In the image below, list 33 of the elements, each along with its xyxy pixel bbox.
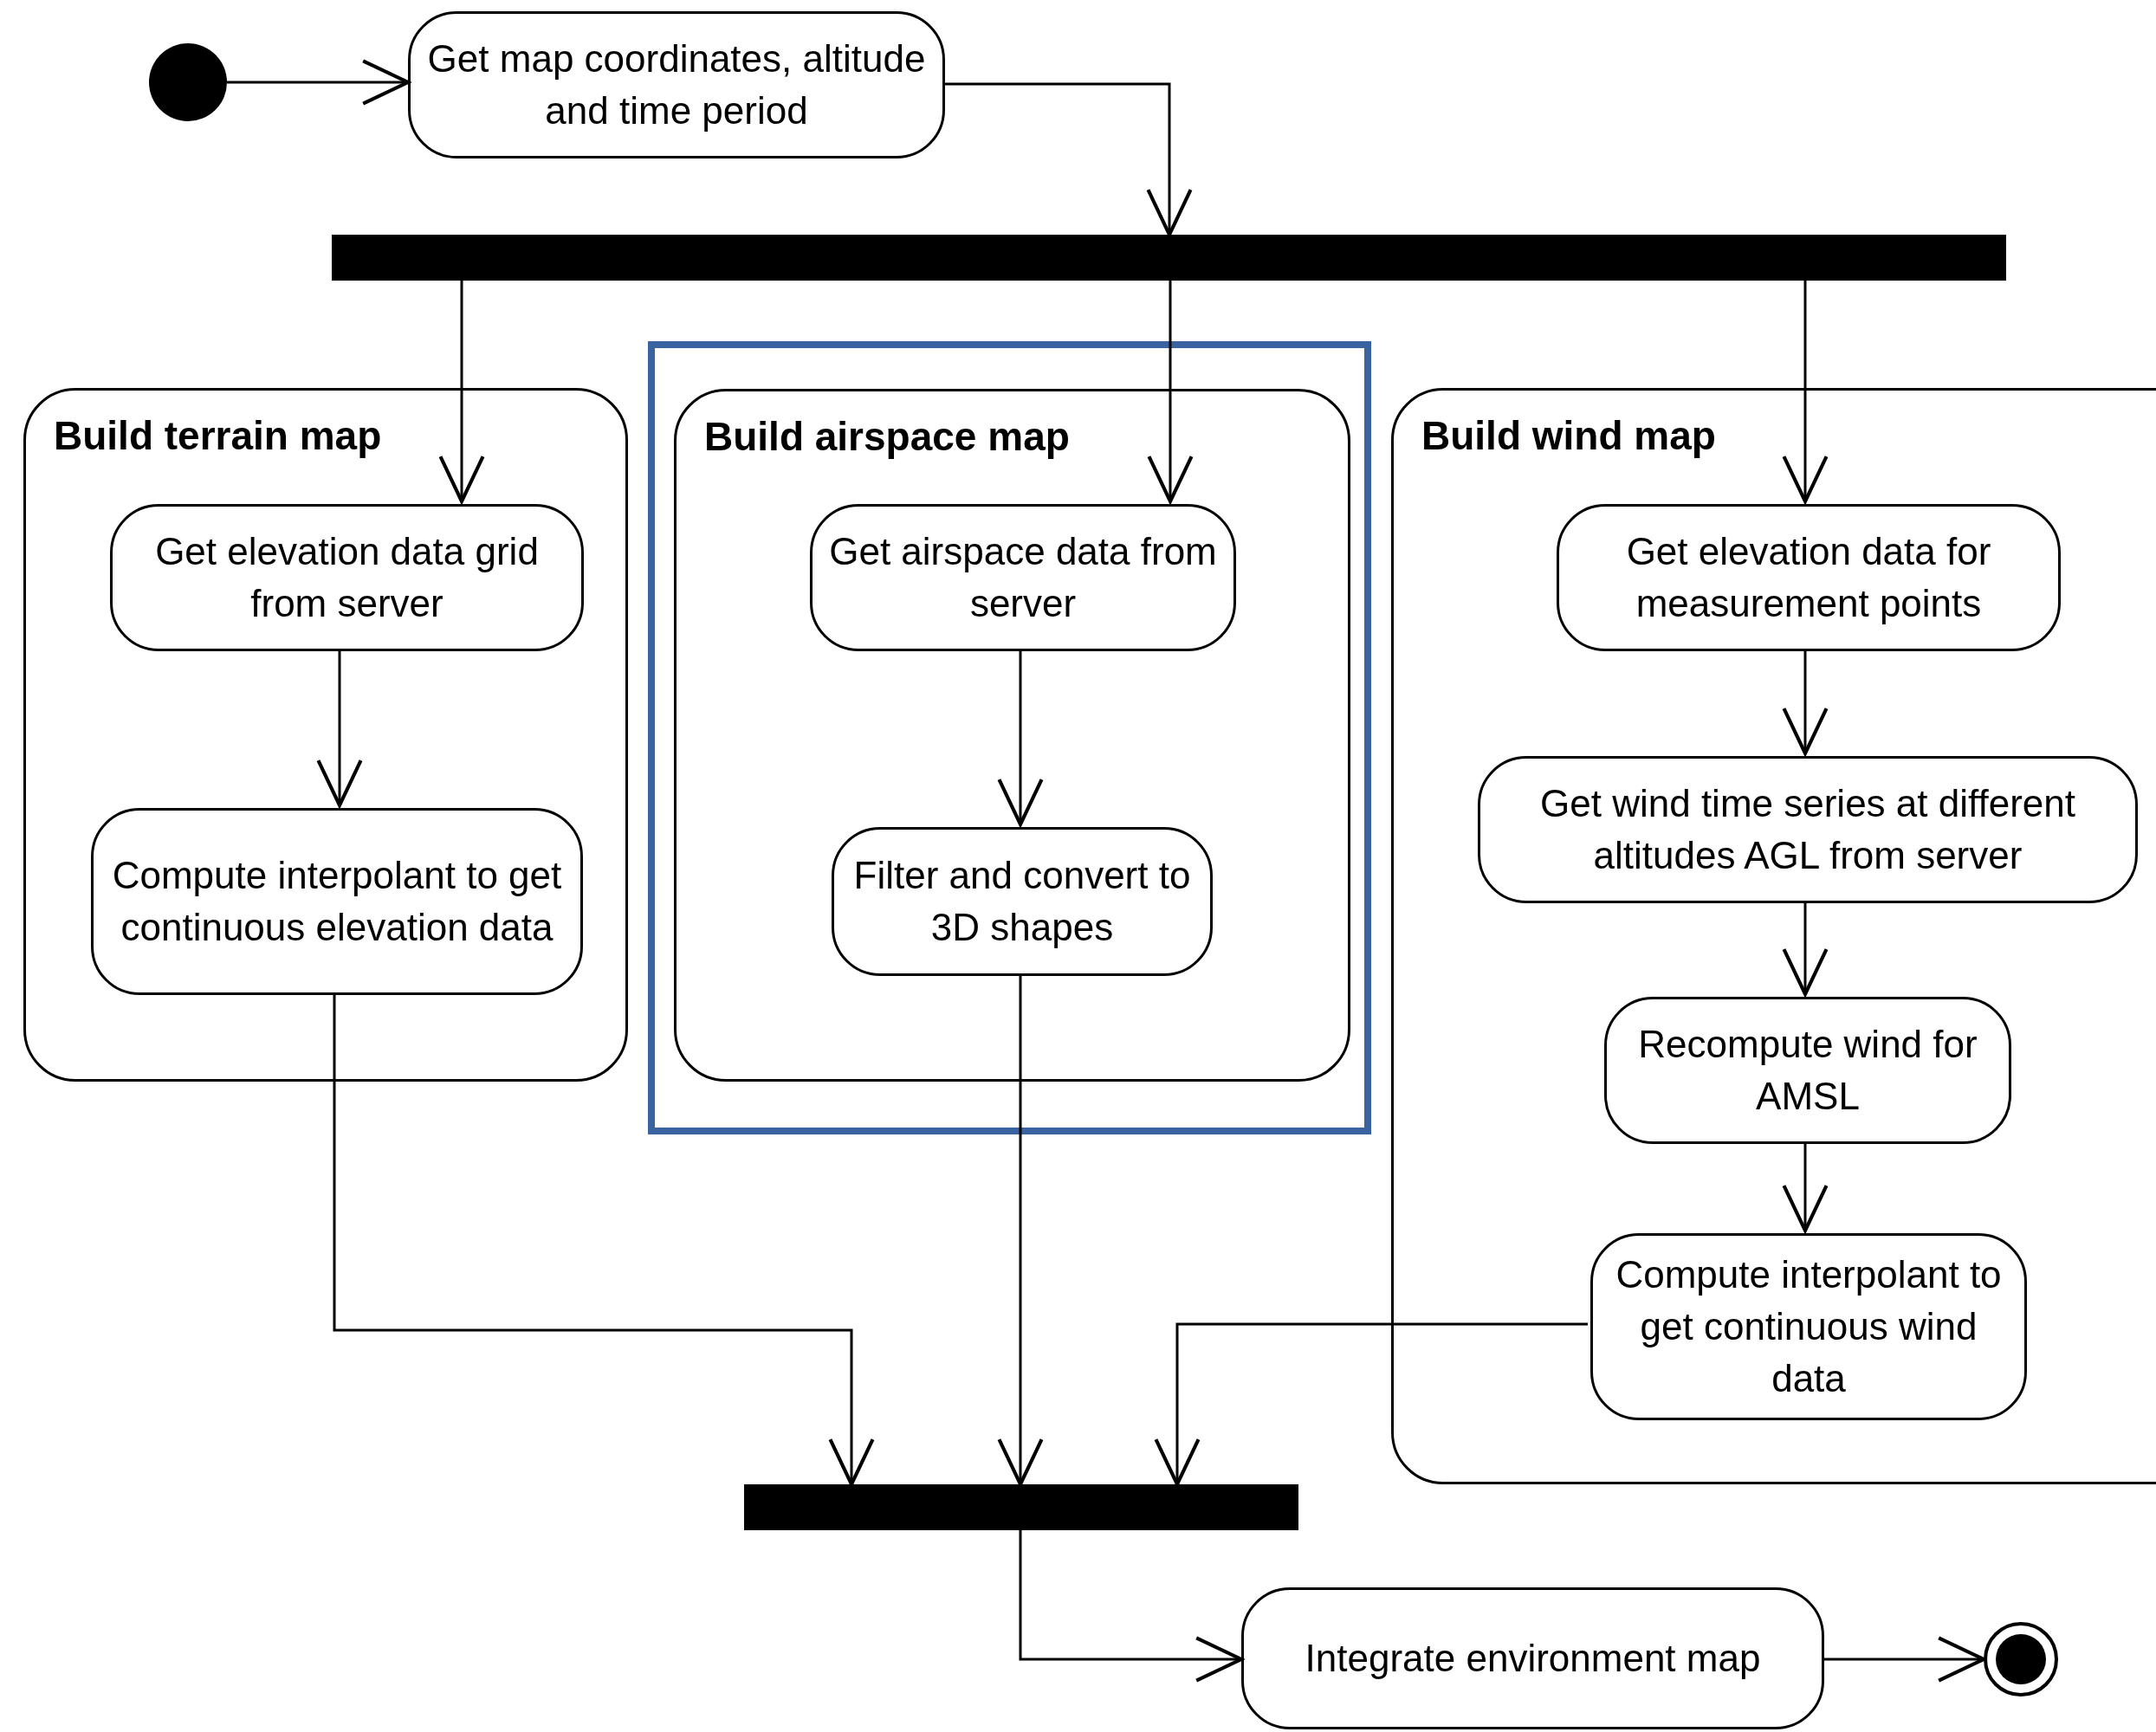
arrow bbox=[227, 59, 411, 106]
sync-bar bbox=[332, 235, 2006, 281]
arrow bbox=[1782, 1141, 1829, 1233]
arrow bbox=[333, 992, 875, 1487]
action-box: Get wind time series at different altitudes AGL from server bbox=[1478, 756, 2138, 903]
arrow bbox=[1154, 1322, 1588, 1487]
activity-group bbox=[674, 389, 1350, 1082]
arrow bbox=[997, 649, 1044, 827]
arrow bbox=[1824, 1636, 1986, 1683]
action-box: Get elevation data grid from server bbox=[110, 504, 584, 651]
arrow bbox=[438, 281, 485, 504]
arrow bbox=[997, 973, 1044, 1487]
arrow bbox=[1782, 281, 1829, 504]
activity-group bbox=[1391, 388, 2156, 1484]
group-title: Build airspace map bbox=[704, 413, 1070, 461]
group-title: Build wind map bbox=[1421, 412, 1716, 460]
arrow bbox=[1019, 1530, 1244, 1683]
action-box: Recompute wind for AMSL bbox=[1604, 997, 2011, 1144]
action-box: Get airspace data from server bbox=[810, 504, 1236, 651]
action-box: Get map coordinates, altitude and time period bbox=[408, 11, 945, 158]
arrow bbox=[316, 649, 363, 808]
action-box: Compute interpolant to get continuous elevation data bbox=[91, 808, 583, 995]
action-box: Compute interpolant to get continuous wind data bbox=[1590, 1233, 2027, 1420]
group-title: Build terrain map bbox=[54, 412, 382, 460]
arrow bbox=[1782, 901, 1829, 997]
arrow bbox=[1147, 281, 1194, 504]
action-box: Integrate environment map bbox=[1241, 1587, 1824, 1729]
arrow bbox=[945, 82, 1193, 237]
action-box: Filter and convert to 3D shapes bbox=[832, 827, 1213, 976]
action-box: Get elevation data for measurement points bbox=[1557, 504, 2061, 651]
arrow bbox=[1782, 649, 1829, 756]
activity-group bbox=[23, 388, 628, 1082]
sync-bar bbox=[744, 1484, 1298, 1530]
